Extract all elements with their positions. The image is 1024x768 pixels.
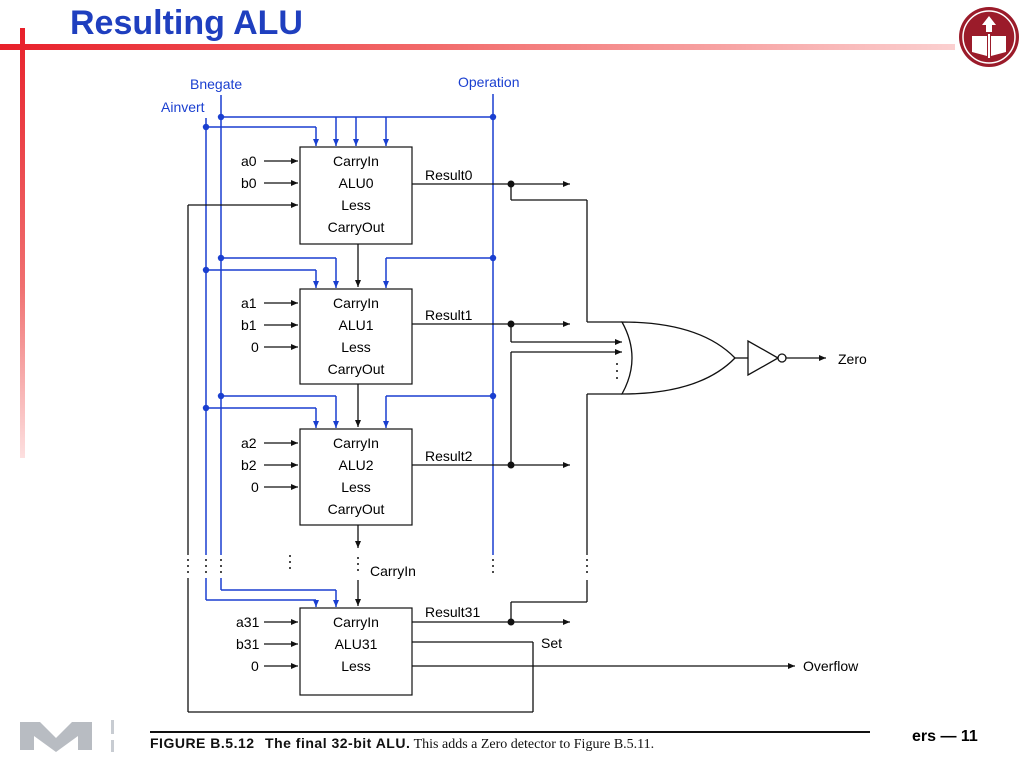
- figure-caption: FIGURE B.5.12 The final 32-bit ALU. This…: [150, 735, 654, 753]
- control-lines: [205, 94, 494, 607]
- alu-carry-out-label: CarryOut: [328, 361, 385, 377]
- result1-label: Result1: [425, 307, 473, 323]
- alu-1: CarryIn ALU1 Less CarryOut: [299, 288, 413, 385]
- result2-label: Result2: [425, 448, 473, 464]
- input-a31: a31: [236, 614, 260, 630]
- ainvert-label: Ainvert: [161, 99, 205, 115]
- input-less-2: 0: [251, 479, 259, 495]
- zero-label: Zero: [838, 351, 867, 367]
- input-b2: b2: [241, 457, 257, 473]
- input-a2: a2: [241, 435, 257, 451]
- accent-bar-vertical: [20, 28, 25, 458]
- alu-less-label: Less: [341, 339, 371, 355]
- figure-text: This adds a Zero detector to Figure B.5.…: [413, 737, 655, 752]
- accent-bar-horizontal: [0, 44, 955, 50]
- alu-less-label: Less: [341, 479, 371, 495]
- figure-title: The final 32-bit ALU.: [265, 735, 411, 751]
- control-junctions: [202, 113, 497, 412]
- page-number: ers — 11: [912, 728, 978, 745]
- input-b1: b1: [241, 317, 257, 333]
- alu-name: ALU31: [335, 636, 378, 652]
- figure-label: FIGURE B.5.12: [150, 735, 255, 751]
- data-junctions: [507, 180, 515, 626]
- input-a0: a0: [241, 153, 257, 169]
- set-label: Set: [541, 635, 562, 651]
- result31-label: Result31: [425, 604, 480, 620]
- alu-carry-in-label: CarryIn: [333, 153, 379, 169]
- carry-in-31-label: CarryIn: [370, 563, 416, 579]
- alu-0: CarryIn ALU0 Less CarryOut: [299, 146, 413, 245]
- alu-carry-in-label: CarryIn: [333, 295, 379, 311]
- alu-31: CarryIn ALU31 Less: [299, 607, 413, 696]
- overflow-label: Overflow: [803, 658, 859, 674]
- block-m-logo-icon: [20, 720, 114, 752]
- alu-name: ALU0: [338, 175, 373, 191]
- alu-name: ALU1: [338, 317, 373, 333]
- input-b31: b31: [236, 636, 260, 652]
- alu-less-label: Less: [341, 658, 371, 674]
- input-less-1: 0: [251, 339, 259, 355]
- slide-title: Resulting ALU: [70, 4, 303, 42]
- alu-carry-out-label: CarryOut: [328, 219, 385, 235]
- alu-carry-in-label: CarryIn: [333, 614, 379, 630]
- operation-label: Operation: [458, 74, 519, 90]
- alu-carry-in-label: CarryIn: [333, 435, 379, 451]
- input-a1: a1: [241, 295, 257, 311]
- bit-ellipsis: [187, 363, 618, 573]
- result0-label: Result0: [425, 167, 473, 183]
- caption-rule: [150, 731, 870, 733]
- alu-2: CarryIn ALU2 Less CarryOut: [299, 428, 413, 526]
- input-less-31: 0: [251, 658, 259, 674]
- input-b0: b0: [241, 175, 257, 191]
- alu-carry-out-label: CarryOut: [328, 501, 385, 517]
- data-wires: [187, 158, 826, 713]
- alu-less-label: Less: [341, 197, 371, 213]
- bnegate-label: Bnegate: [190, 76, 242, 92]
- university-seal-icon: [959, 7, 1019, 67]
- alu-name: ALU2: [338, 457, 373, 473]
